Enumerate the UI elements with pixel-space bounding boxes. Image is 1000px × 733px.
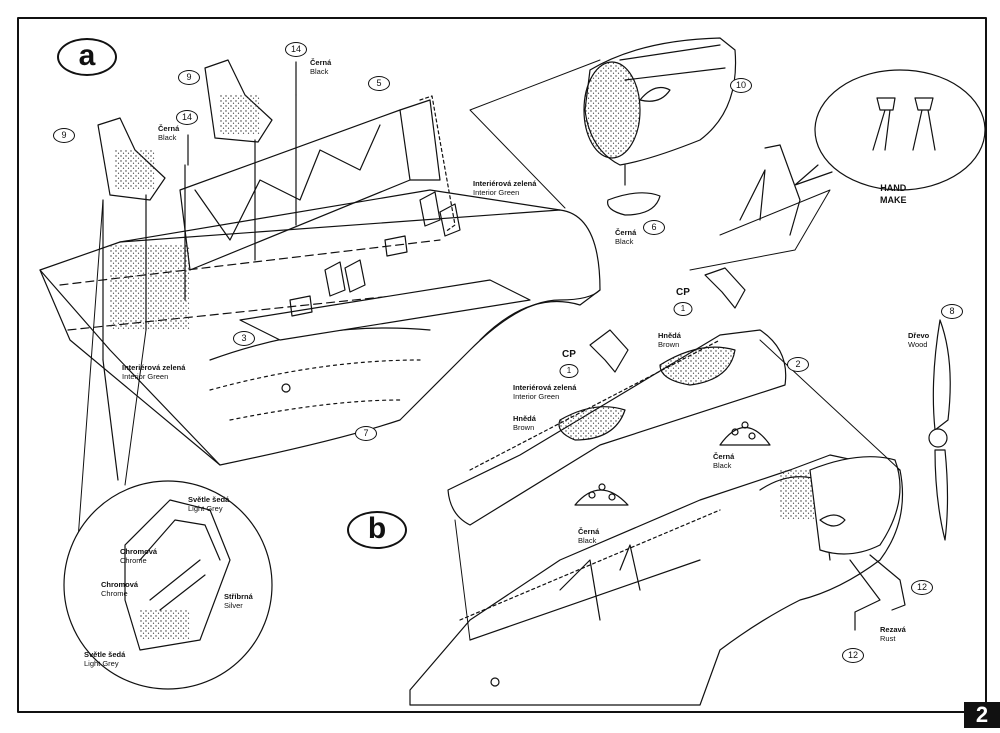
- part-6: 6: [643, 220, 665, 235]
- part-14-left: 14: [176, 110, 198, 125]
- step-b-marker: b: [347, 511, 407, 549]
- part-10: 10: [730, 78, 752, 93]
- fuselage-b: [409, 267, 951, 706]
- part-2: 2: [787, 357, 809, 372]
- step-a-marker: a: [57, 38, 117, 76]
- propeller-8: [932, 319, 951, 541]
- part-7: 7: [355, 426, 377, 441]
- hand-make-struts: [689, 69, 986, 271]
- part-5: 5: [368, 76, 390, 91]
- part-9-upper: 9: [178, 70, 200, 85]
- seat-detail-callout: [63, 199, 273, 690]
- page-frame: [17, 17, 987, 713]
- page-number: 2: [964, 702, 1000, 728]
- part-12-right: 12: [911, 580, 933, 595]
- part-3: 3: [233, 331, 255, 346]
- part-12-left: 12: [842, 648, 864, 663]
- fuselage-a: [39, 59, 601, 481]
- part-8: 8: [941, 304, 963, 319]
- engine-cowling-10: [469, 37, 737, 209]
- part-9-left: 9: [53, 128, 75, 143]
- part-14-upper: 14: [285, 42, 307, 57]
- part-6: [607, 192, 661, 216]
